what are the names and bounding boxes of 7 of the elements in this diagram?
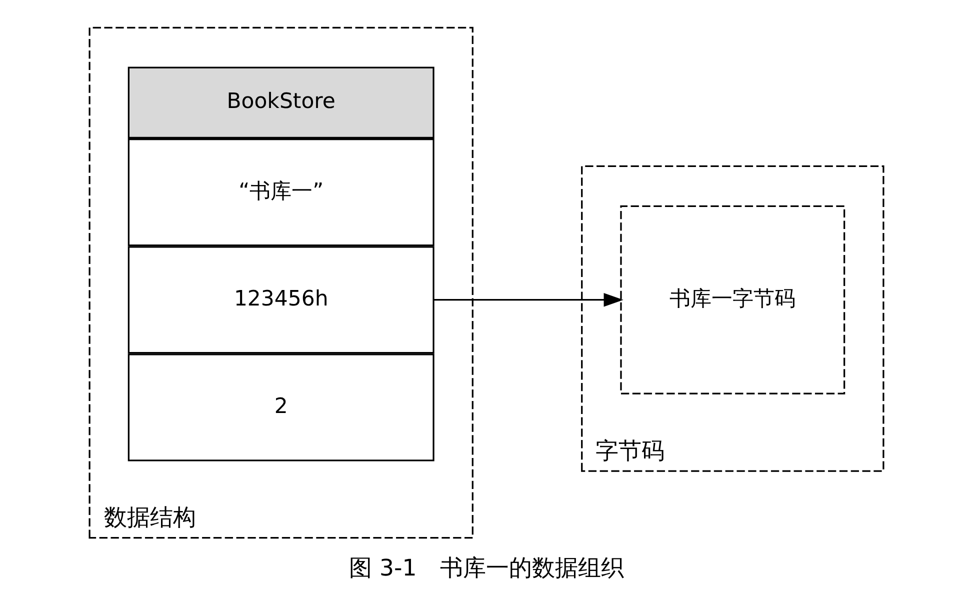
node-box: “书库一” (127, 138, 434, 246)
node-box: BookStore (127, 66, 434, 138)
arrow (433, 293, 623, 307)
caption: 图 3-1 书库一的数据组织 (348, 556, 624, 582)
node-box: 2 (127, 354, 434, 462)
node-box: 123456h (127, 246, 434, 354)
node-box: 书库一字节码 (620, 205, 845, 394)
